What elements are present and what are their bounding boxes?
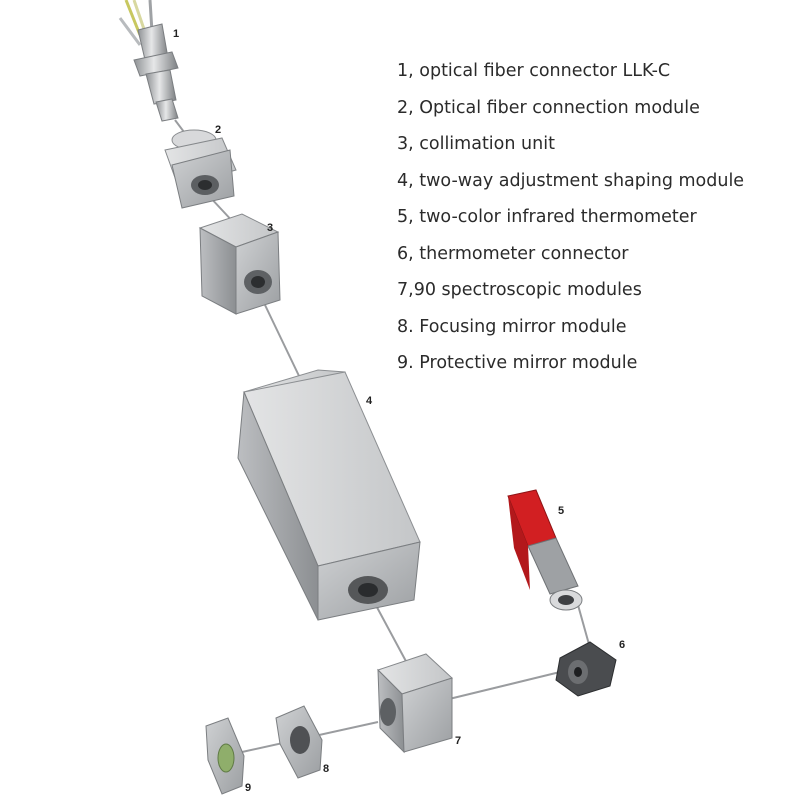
legend-item-1: 1, optical fiber connector LLK-C: [397, 61, 671, 81]
part-7-spectroscopic-module: [377, 653, 453, 754]
part-number-7: 7: [455, 735, 462, 747]
part-number-2: 2: [215, 124, 222, 136]
part-6-thermometer-connector: [555, 641, 617, 697]
beam-line-5-6: [577, 604, 591, 649]
legend-item-8: 8. Focusing mirror module: [397, 316, 627, 337]
part-number-9: 9: [245, 782, 252, 794]
legend-item-3: 3, collimation unit: [397, 134, 555, 154]
part-9-protective-mirror-module: [205, 717, 245, 795]
legend-item-5: 5, two-color infrared thermometer: [397, 207, 697, 227]
legend-item-9: 9. Protective mirror module: [397, 353, 638, 373]
part-number-1: 1: [173, 28, 180, 40]
part-number-6: 6: [619, 639, 626, 651]
part-3-collimation-unit: [198, 213, 281, 315]
beam-line-3-4: [264, 304, 301, 379]
legend-item-7: 7,90 spectroscopic modules: [397, 280, 642, 300]
part-2-fiber-connection-module: [164, 129, 237, 209]
beam-line-7-6: [444, 671, 561, 701]
part-number-5: 5: [558, 505, 565, 517]
parts-legend: 1, optical fiber connector LLK-C 2, Opti…: [397, 60, 744, 389]
part-number-4: 4: [366, 395, 373, 407]
beam-line-4-7: [371, 597, 409, 666]
legend-item-2: 2, Optical fiber connection module: [397, 97, 700, 118]
legend-item-4: 4, two-way adjustment shaping module: [397, 170, 745, 191]
part-8-focusing-mirror-module: [275, 705, 323, 779]
part-number-8: 8: [323, 763, 330, 775]
part-number-3: 3: [267, 222, 274, 234]
legend-item-6: 6, thermometer connector: [397, 243, 629, 264]
part-5-infrared-thermometer: [507, 489, 583, 611]
part-4-shaping-module: [237, 369, 421, 621]
part-1-fiber-connector: [118, 0, 179, 122]
